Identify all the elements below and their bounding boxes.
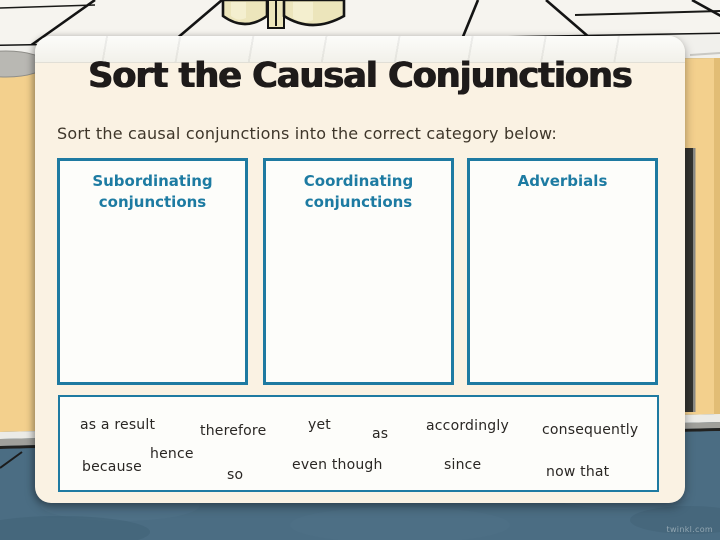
- word-chip[interactable]: so: [227, 467, 244, 483]
- category-box-subordinating[interactable]: Subordinating conjunctions: [57, 158, 248, 385]
- page-title: Sort the Causal Conjunctions: [88, 56, 633, 96]
- word-chip[interactable]: as: [372, 426, 389, 442]
- word-chip[interactable]: hence: [150, 446, 194, 462]
- word-chip[interactable]: now that: [546, 464, 610, 480]
- slide-card: Sort the Causal Conjunctions Sort the ca…: [35, 36, 685, 503]
- category-label: Subordinating conjunctions: [92, 172, 213, 211]
- blackboard-edge: [683, 148, 696, 412]
- word-chip[interactable]: since: [444, 457, 482, 473]
- category-label: Coordinating conjunctions: [303, 172, 414, 211]
- category-box-adverbials[interactable]: Adverbials: [467, 158, 658, 385]
- word-chip[interactable]: because: [82, 459, 142, 475]
- category-box-coordinating[interactable]: Coordinating conjunctions: [263, 158, 454, 385]
- word-chip[interactable]: therefore: [200, 423, 267, 439]
- word-chip[interactable]: consequently: [542, 422, 639, 438]
- word-chip[interactable]: yet: [308, 417, 331, 433]
- slide-card-top-band: [35, 36, 685, 63]
- word-chip[interactable]: accordingly: [426, 418, 509, 434]
- word-bank: as a result therefore yet as accordingly…: [58, 395, 659, 492]
- ceiling-lamp-icon: [221, 0, 346, 29]
- instruction-text: Sort the causal conjunctions into the co…: [57, 124, 557, 143]
- word-chip[interactable]: as a result: [80, 417, 156, 433]
- twinkl-watermark: twinkl.com: [666, 525, 713, 534]
- category-label: Adverbials: [517, 172, 608, 190]
- word-chip[interactable]: even though: [292, 457, 383, 473]
